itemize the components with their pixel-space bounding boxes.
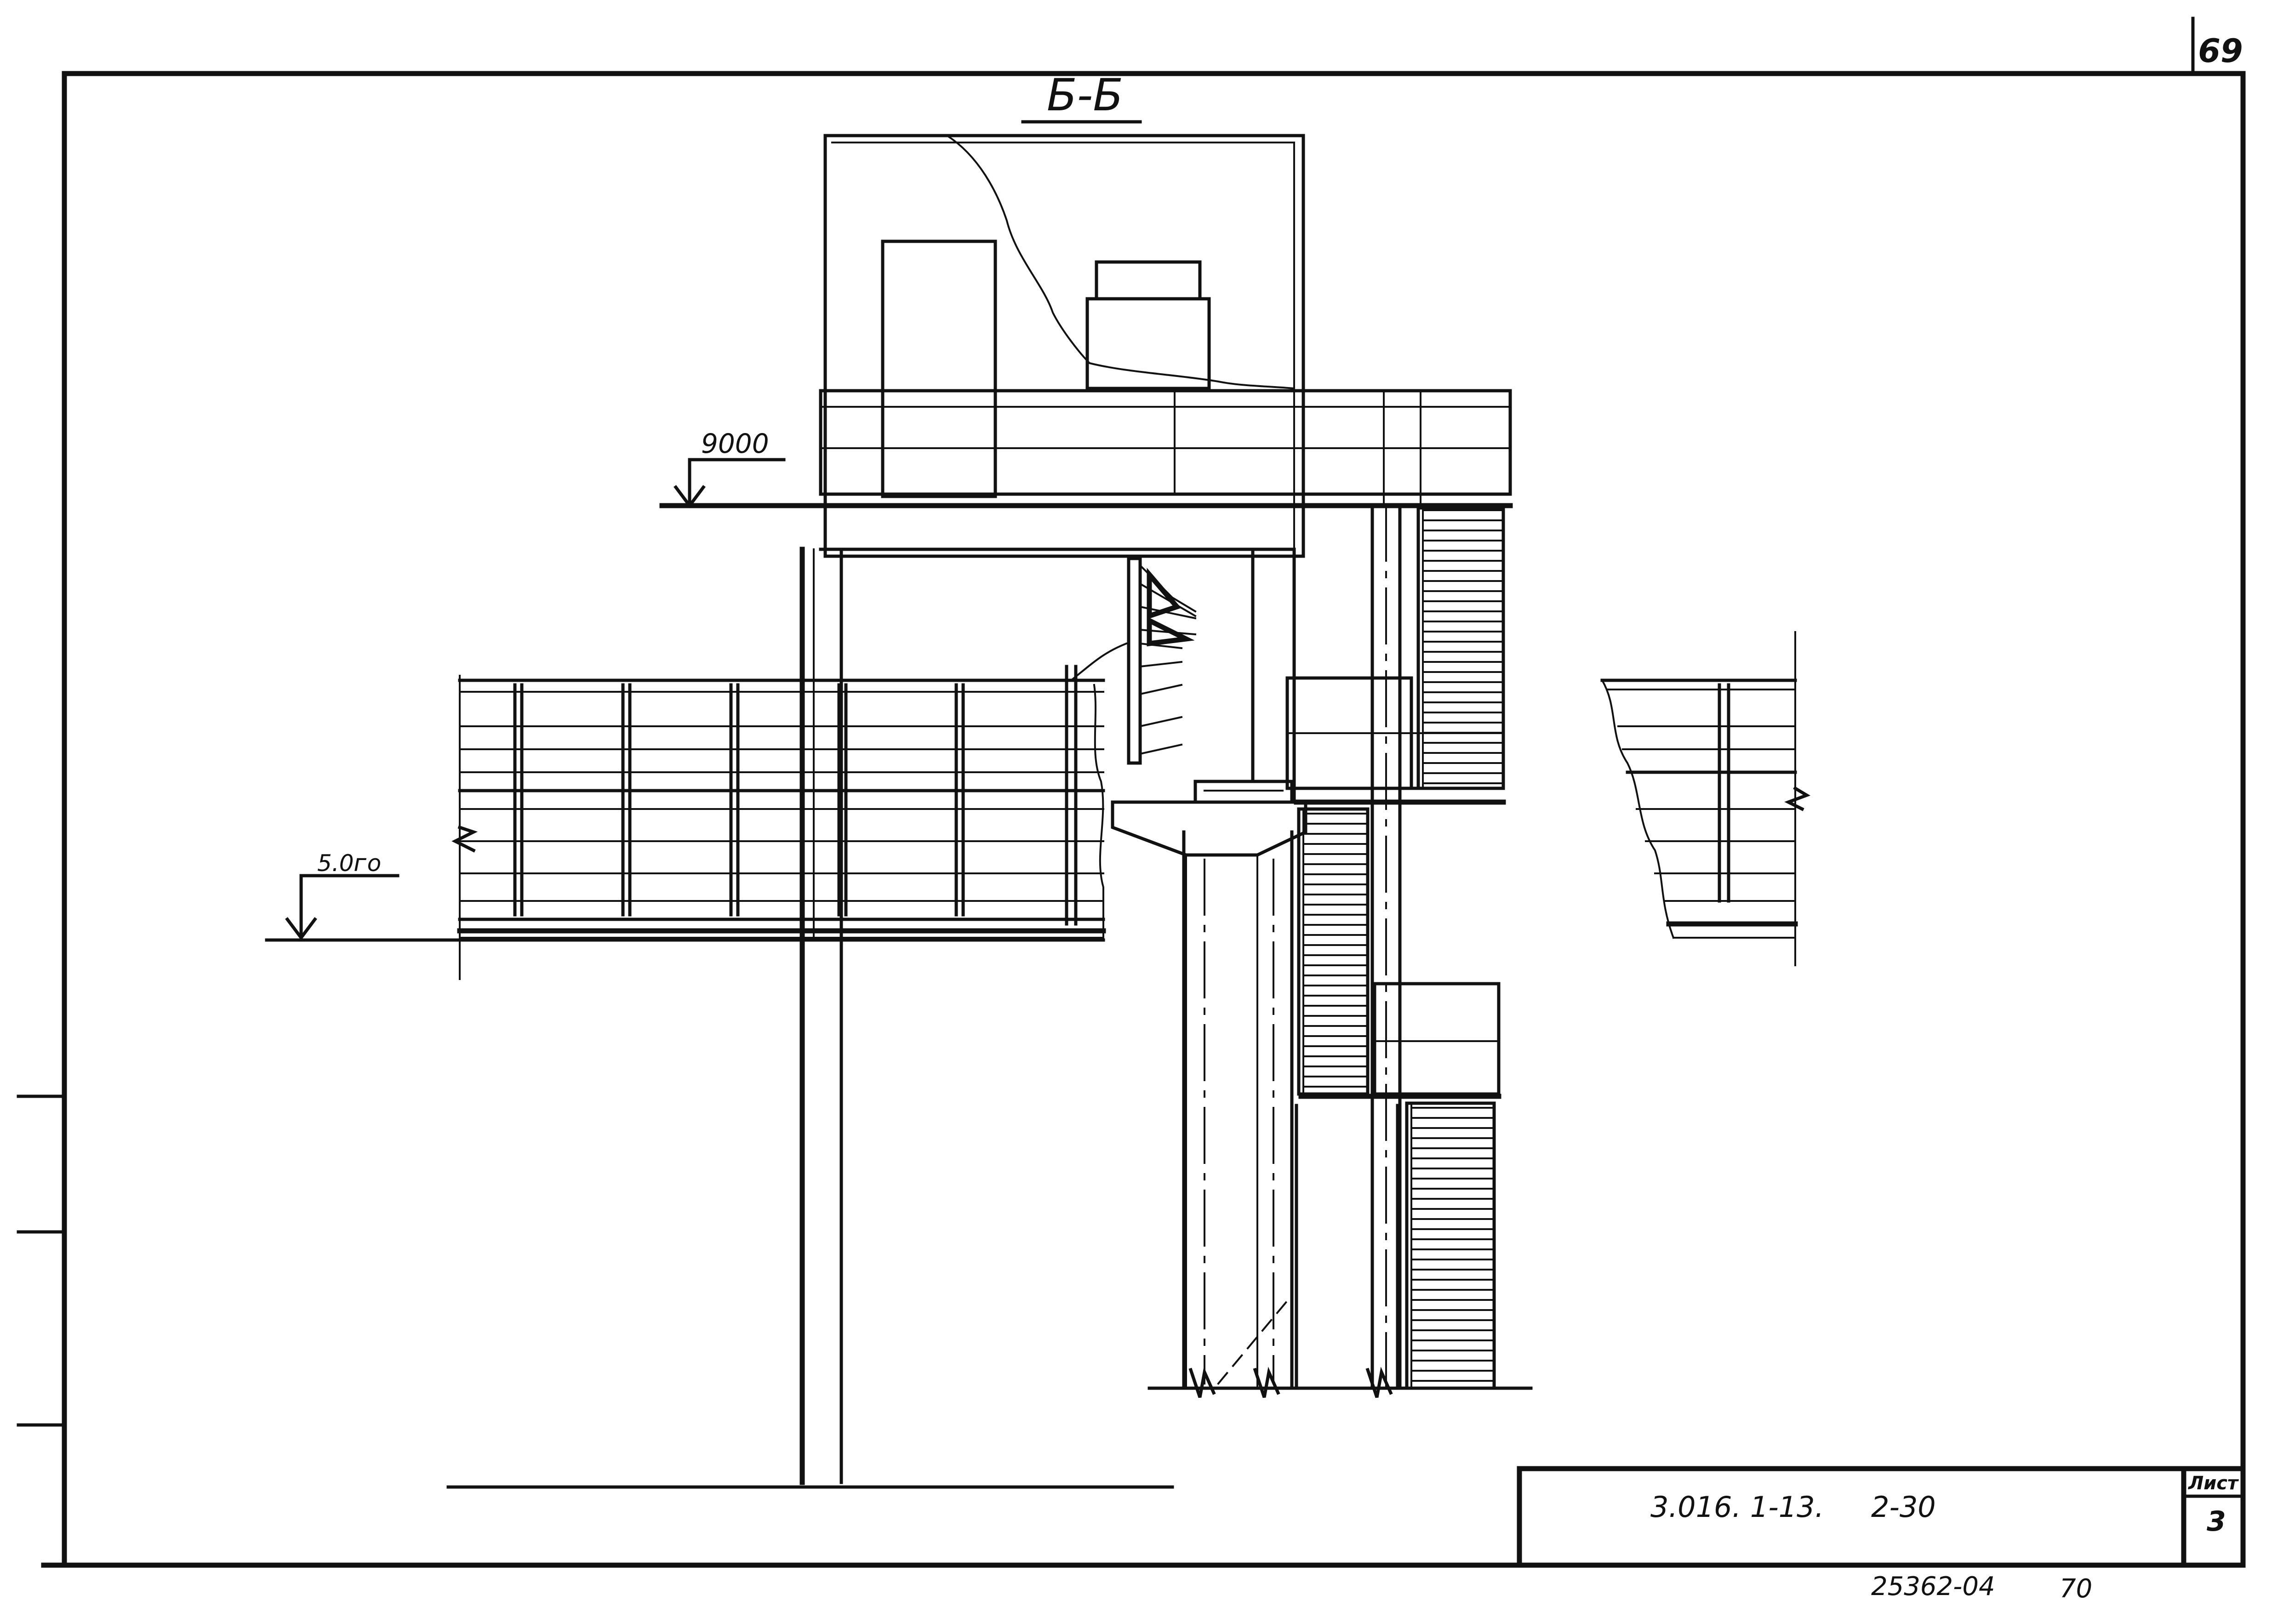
conveyor-gallery-left: [451, 642, 1128, 980]
stair-tower: [1285, 504, 1506, 1390]
title-block: 3.016. 1-13. 2-30 Лист 3: [1517, 1466, 2246, 1568]
sheet-number: 3: [2207, 1505, 2226, 1538]
sheet-label: Лист: [2188, 1473, 2239, 1494]
section-title: Б-Б: [1021, 69, 1142, 124]
sheet-code: 2-30: [1871, 1490, 1936, 1524]
bottom-number: 70: [2060, 1574, 2092, 1604]
elevation-9000-label: 9000: [701, 428, 769, 459]
tower-structure: [659, 134, 1513, 1485]
elevation-5000-label: 5.0ᴦᴏ: [317, 850, 381, 877]
section-title-text: Б-Б: [1047, 69, 1123, 121]
bottom-code: 25362-04: [1871, 1572, 1995, 1601]
document-code: 3.016. 1-13.: [1650, 1490, 1824, 1524]
support-column: [1111, 800, 1533, 1398]
spiral-element: [1127, 547, 1294, 804]
page-number: 69: [2198, 32, 2243, 70]
sheet-frame: [17, 17, 2246, 1568]
elevation-9000-marker: 9000: [674, 428, 786, 508]
elevation-5000-marker: 5.0ᴦᴏ: [265, 850, 1105, 942]
conveyor-gallery-right: [1600, 631, 1811, 966]
